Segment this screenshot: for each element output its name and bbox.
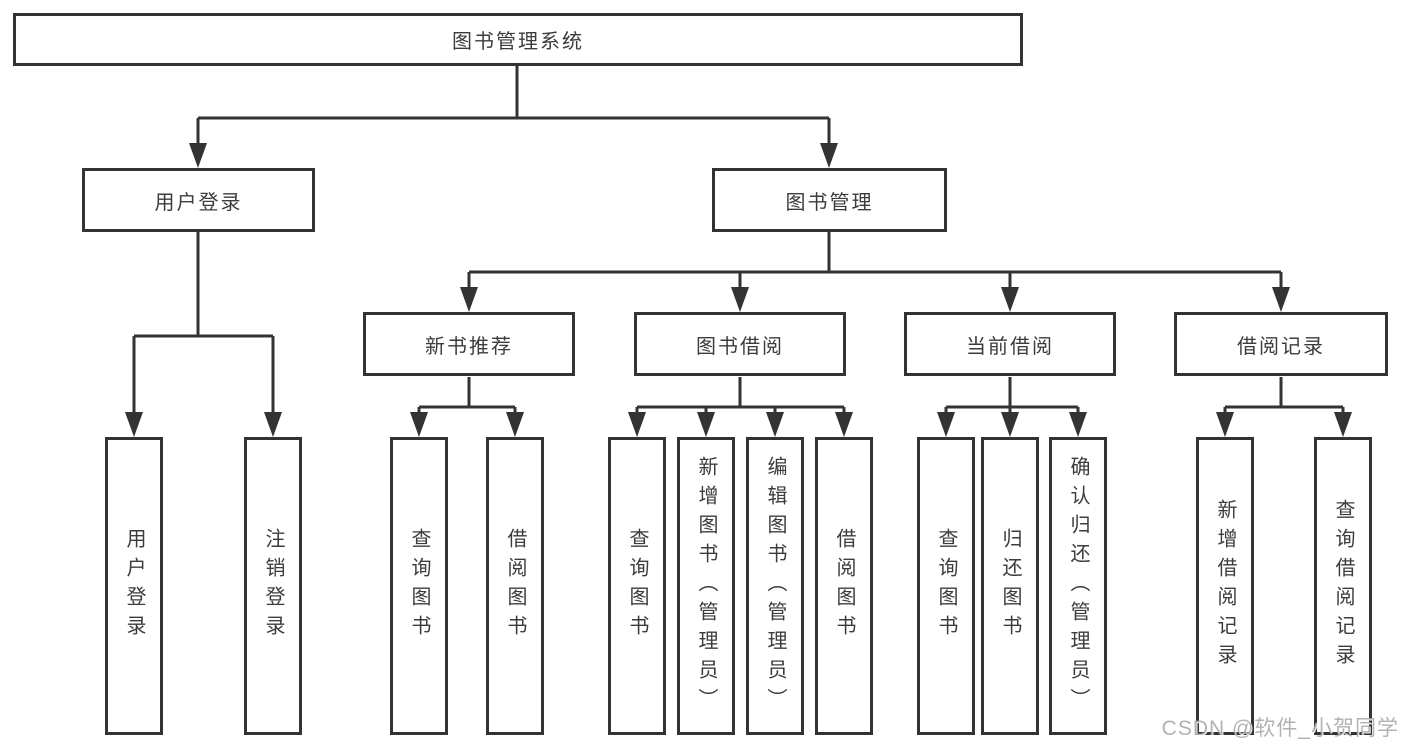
leaf-return-books: 归还图书 — [981, 437, 1039, 735]
leaf-add-borrow-record: 新增借阅记录 — [1196, 437, 1254, 735]
arrow-down-icon — [1216, 412, 1234, 437]
leaf-query-books-borrowing-label: 查询图书 — [626, 528, 648, 644]
leaf-query-books-recommend: 查询图书 — [390, 437, 448, 735]
edges-root — [189, 66, 838, 168]
arrow-down-icon — [264, 412, 282, 437]
edges-current-borrowing — [937, 377, 1087, 437]
arrow-down-icon — [766, 412, 784, 437]
leaf-add-book-admin: 新增图书（管理员） — [677, 437, 735, 735]
leaf-borrow-books-borrowing-label: 借阅图书 — [833, 528, 855, 644]
leaf-query-borrow-record-label: 查询借阅记录 — [1332, 499, 1354, 673]
node-user-login-label: 用户登录 — [154, 191, 243, 214]
node-book-management-label: 图书管理 — [785, 191, 874, 214]
leaf-confirm-return-admin: 确认归还（管理员） — [1049, 437, 1107, 735]
arrow-down-icon — [1001, 412, 1019, 437]
leaf-add-borrow-record-label: 新增借阅记录 — [1214, 499, 1236, 673]
node-current-borrowing: 当前借阅 — [904, 312, 1116, 376]
arrow-down-icon — [1069, 412, 1087, 437]
arrow-down-icon — [189, 143, 207, 168]
leaf-query-books-borrowing: 查询图书 — [608, 437, 666, 735]
node-root-label: 图书管理系统 — [452, 31, 584, 53]
arrow-down-icon — [1272, 287, 1290, 312]
node-book-borrowing: 图书借阅 — [634, 312, 846, 376]
arrow-down-icon — [506, 412, 524, 437]
arrow-down-icon — [1334, 412, 1352, 437]
leaf-query-books-current-label: 查询图书 — [935, 528, 957, 644]
arrow-down-icon — [125, 412, 143, 437]
edges-book-management — [460, 232, 1290, 312]
leaf-return-books-label: 归还图书 — [999, 528, 1021, 644]
arrow-down-icon — [835, 412, 853, 437]
node-book-management: 图书管理 — [712, 168, 947, 232]
edges-user-login — [125, 232, 282, 437]
leaf-edit-book-admin-label: 编辑图书（管理员） — [764, 455, 786, 717]
leaf-query-books-current: 查询图书 — [917, 437, 975, 735]
leaf-query-books-recommend-label: 查询图书 — [408, 528, 430, 644]
leaf-logout: 注销登录 — [244, 437, 302, 735]
watermark: CSDN @软件_小贺同学 — [1161, 717, 1399, 740]
leaf-borrow-books-borrowing: 借阅图书 — [815, 437, 873, 735]
node-new-book-recommendation: 新书推荐 — [363, 312, 575, 376]
leaf-add-book-admin-label: 新增图书（管理员） — [695, 455, 717, 717]
node-borrowing-records-label: 借阅记录 — [1237, 335, 1325, 358]
leaf-confirm-return-admin-label: 确认归还（管理员） — [1067, 455, 1089, 717]
leaf-logout-label: 注销登录 — [262, 528, 284, 644]
node-current-borrowing-label: 当前借阅 — [966, 335, 1054, 358]
leaf-query-borrow-record: 查询借阅记录 — [1314, 437, 1372, 735]
node-root: 图书管理系统 — [13, 13, 1023, 66]
arrow-down-icon — [628, 412, 646, 437]
node-user-login: 用户登录 — [82, 168, 315, 232]
arrow-down-icon — [937, 412, 955, 437]
arrow-down-icon — [820, 143, 838, 168]
node-borrowing-records: 借阅记录 — [1174, 312, 1388, 376]
arrow-down-icon — [410, 412, 428, 437]
leaf-borrow-books-recommend-label: 借阅图书 — [504, 528, 526, 644]
arrow-down-icon — [460, 287, 478, 312]
arrow-down-icon — [697, 412, 715, 437]
edges-borrowing-records — [1216, 377, 1352, 437]
edges-book-borrowing — [628, 377, 853, 437]
leaf-borrow-books-recommend: 借阅图书 — [486, 437, 544, 735]
arrow-down-icon — [1001, 287, 1019, 312]
leaf-user-login-label: 用户登录 — [123, 528, 145, 644]
edges-new-book-recommendation — [410, 377, 524, 437]
node-book-borrowing-label: 图书借阅 — [696, 335, 784, 358]
arrow-down-icon — [731, 287, 749, 312]
leaf-edit-book-admin: 编辑图书（管理员） — [746, 437, 804, 735]
leaf-user-login: 用户登录 — [105, 437, 163, 735]
node-new-book-recommendation-label: 新书推荐 — [425, 335, 513, 358]
